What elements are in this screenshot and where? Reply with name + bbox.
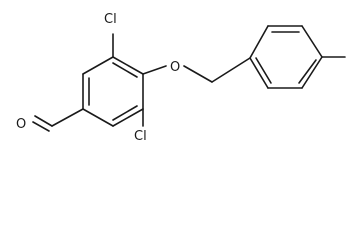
bond-o-ch2	[183, 65, 213, 83]
bond-ch2-ring-b	[211, 57, 251, 83]
double-bond-ring-b-3	[255, 57, 272, 84]
double-bond-ring-b-2	[298, 59, 317, 84]
atom-label-ether-oxygen: O	[170, 60, 180, 75]
ring-b	[249, 25, 323, 89]
bond-ring-a-1	[112, 56, 144, 75]
bond-ring-b-3	[301, 25, 323, 58]
chemical-structure-diagram: Cl Cl O O	[16, 12, 346, 144]
bond-ring-a-6	[82, 56, 114, 75]
bond-ring-a-cho	[51, 108, 84, 127]
bond-aldehyde-c-o	[34, 115, 53, 127]
bond-ring-a-3	[112, 108, 144, 127]
ring-a	[82, 56, 144, 127]
atom-label-chlorine-bottom: Cl	[134, 129, 147, 144]
atom-label-chlorine-top: Cl	[104, 12, 117, 27]
double-bond-ring-a-2	[112, 105, 138, 121]
bond-ring-b-1	[249, 25, 269, 59]
bond-ring-a-4	[82, 108, 114, 127]
double-bond-ring-a-1	[112, 62, 138, 78]
bond-ring-b-6	[249, 57, 269, 89]
bond-aldehyde-c-o-double	[32, 121, 50, 132]
bond-c-o-ether	[142, 65, 167, 75]
atom-label-aldehyde-oxygen: O	[16, 117, 26, 132]
bond-ring-b-4	[301, 56, 323, 89]
